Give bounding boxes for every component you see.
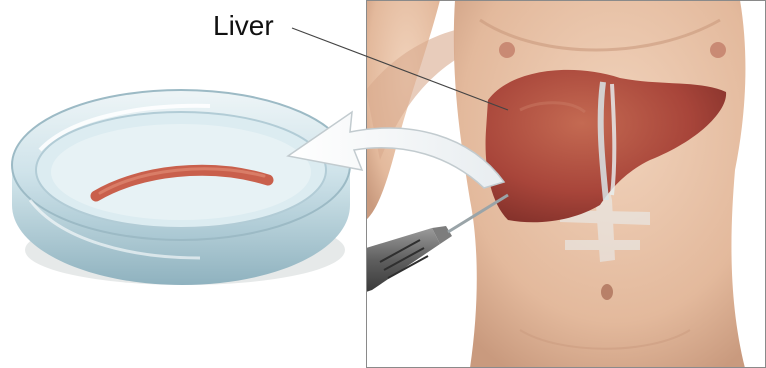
petri-dish [12,90,350,285]
liver-label: Liver [213,10,274,41]
nipple-right [710,42,726,58]
navel [601,284,613,300]
torso-panel [366,0,766,368]
nipple-left [499,42,515,58]
